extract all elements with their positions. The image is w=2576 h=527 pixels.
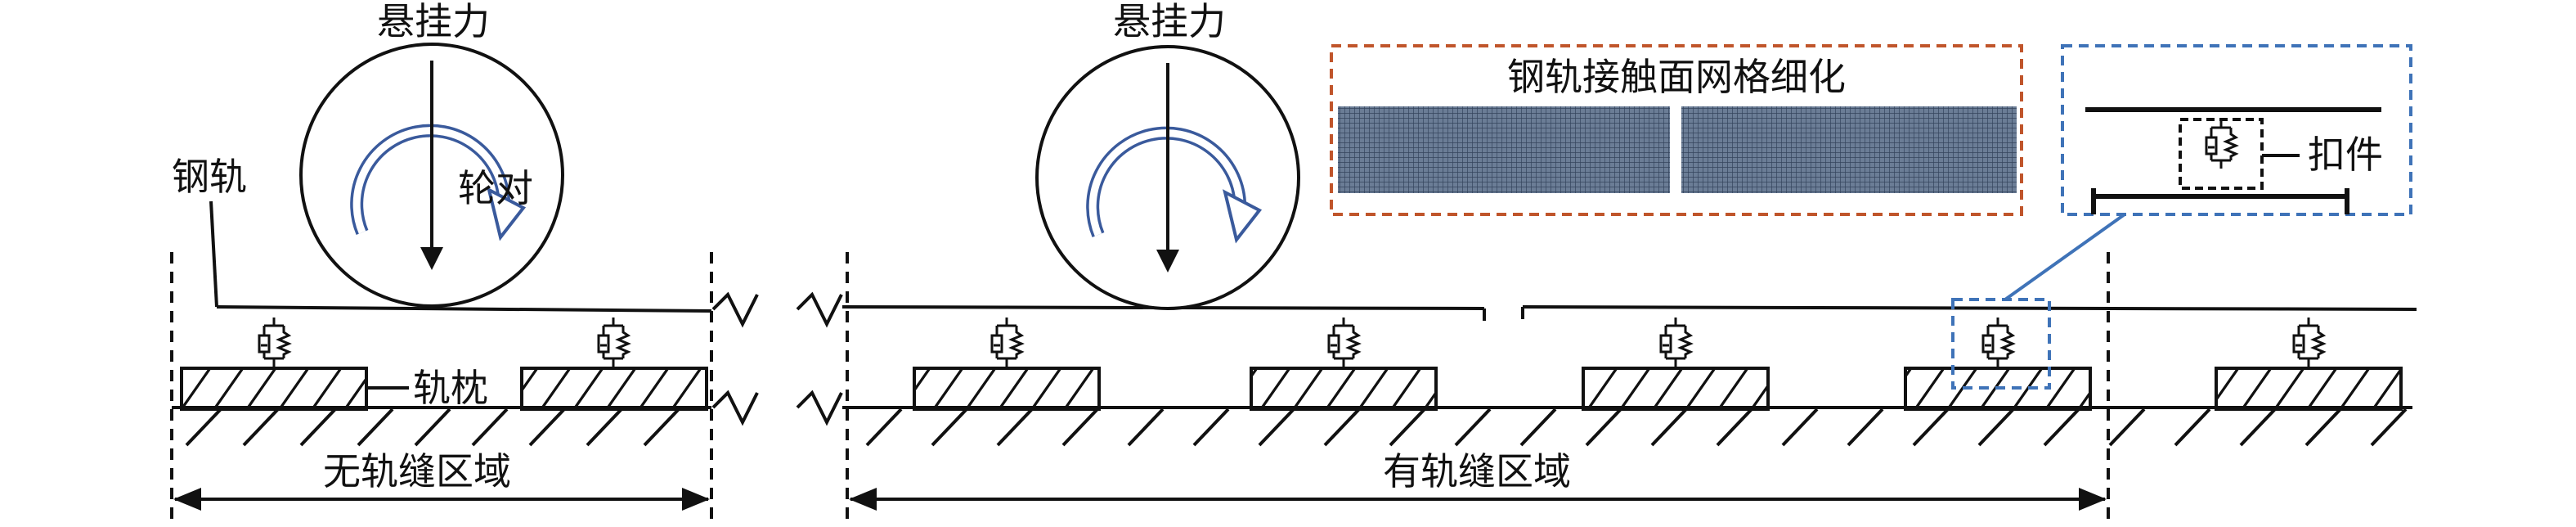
mesh-refinement-inset [1330,44,2023,216]
spring-damper-icon [258,316,290,368]
spring-damper-icon [1327,316,1360,368]
no-joint-region-label: 无轨缝区域 [323,449,511,493]
wheelset-right [1037,47,1299,309]
sleeper [1250,367,1438,411]
mesh-block-left [1338,106,1670,193]
suspension-force-label-right: 悬挂力 [1113,0,1226,43]
sleeper [180,367,368,411]
fasteners [258,316,2325,368]
fastener-detail-inset [1951,44,2412,390]
mesh-refinement-label: 钢轨接触面网格细化 [1507,55,1846,99]
sleeper [520,367,708,411]
break-markers [711,293,843,424]
spring-damper-icon [1981,316,2014,368]
spring-damper-icon [1659,316,1692,368]
spring-damper-icon [990,316,1023,368]
spring-damper-icon [2292,316,2325,368]
ground [172,406,2412,447]
wheelset-label: 轮对 [458,166,533,210]
region-boundaries [170,252,2110,527]
sleeper [1582,367,1770,411]
sleeper-label: 轨枕 [413,366,488,410]
rotation-arrow-icon [1037,47,1299,309]
rail-label: 钢轨 [172,155,247,199]
sleeper [2215,367,2403,411]
spring-damper-icon [597,316,630,368]
mesh-block-right [1681,106,2017,193]
fastener-label: 扣件 [2308,133,2383,177]
sleeper [913,367,1101,411]
joint-region-label: 有轨缝区域 [1383,449,1571,493]
suspension-force-label-left: 悬挂力 [377,0,490,43]
sleepers [180,367,2403,411]
dimension-arrows [173,488,2107,511]
